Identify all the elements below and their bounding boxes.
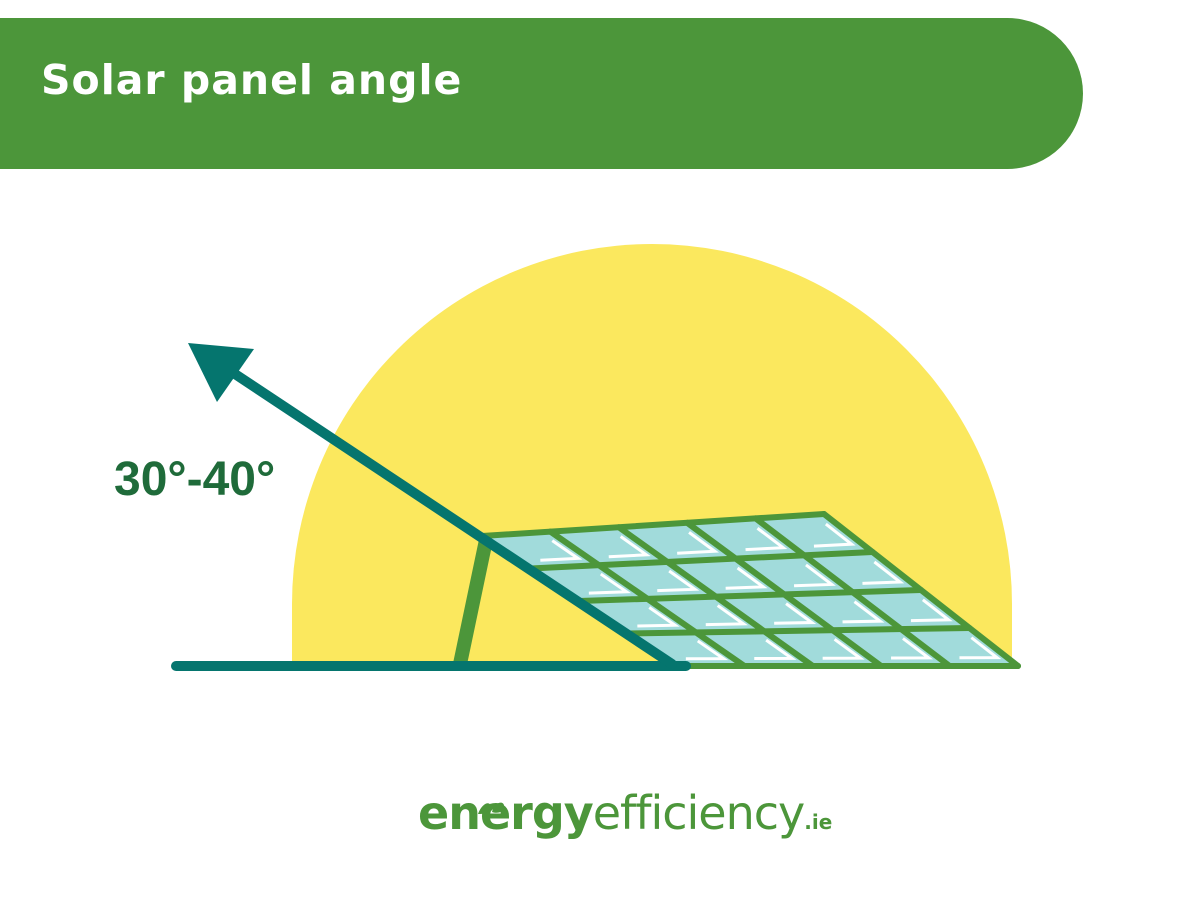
arrow-icon (188, 343, 254, 402)
leaf-icon (478, 802, 504, 814)
panel-glare (862, 560, 905, 585)
logo-text-tld: .ie (804, 810, 833, 834)
panel-frame-col (821, 511, 1021, 669)
panel-frame-col (752, 515, 953, 669)
panel-glare (754, 638, 797, 661)
panel-glare (959, 636, 1002, 660)
page-title: Solar panel angle (41, 56, 463, 104)
panel-glare (822, 638, 865, 660)
panel-frame-col (615, 524, 816, 669)
panel-glare (588, 572, 632, 595)
panel-glare (705, 604, 748, 627)
panel-glare (813, 522, 856, 548)
solar-panel-icon (479, 511, 1021, 669)
arrow-shaft (227, 367, 677, 669)
panel-frame-row (576, 587, 924, 604)
panel-support-leg (453, 533, 493, 671)
panel-glare (891, 637, 934, 660)
logo-text-efficiency: efficiency (592, 786, 806, 840)
brand-logo: energyefficiency.ie (418, 790, 832, 860)
logo-text-energy: energy (418, 786, 594, 840)
panel-glare (608, 535, 651, 559)
panel-glare (637, 606, 680, 628)
panel-glare (774, 602, 817, 625)
panel-glare (745, 527, 788, 552)
panel-glare (657, 569, 700, 593)
angle-label: 30°-40° (114, 453, 276, 506)
panel-frame-row (479, 511, 827, 539)
panel-frame-row (624, 625, 973, 637)
panel-glare (793, 563, 836, 588)
panel-glare (677, 531, 720, 555)
panel-glare (725, 566, 768, 590)
panel-glare (910, 598, 953, 623)
title-banner (0, 18, 1083, 169)
panel-frame-col (547, 528, 748, 669)
panel-glare (685, 639, 729, 661)
panel-glare (842, 600, 885, 624)
panel-frame-col (684, 519, 885, 669)
panel-frame-row (527, 549, 876, 572)
panel-glare (540, 539, 583, 562)
